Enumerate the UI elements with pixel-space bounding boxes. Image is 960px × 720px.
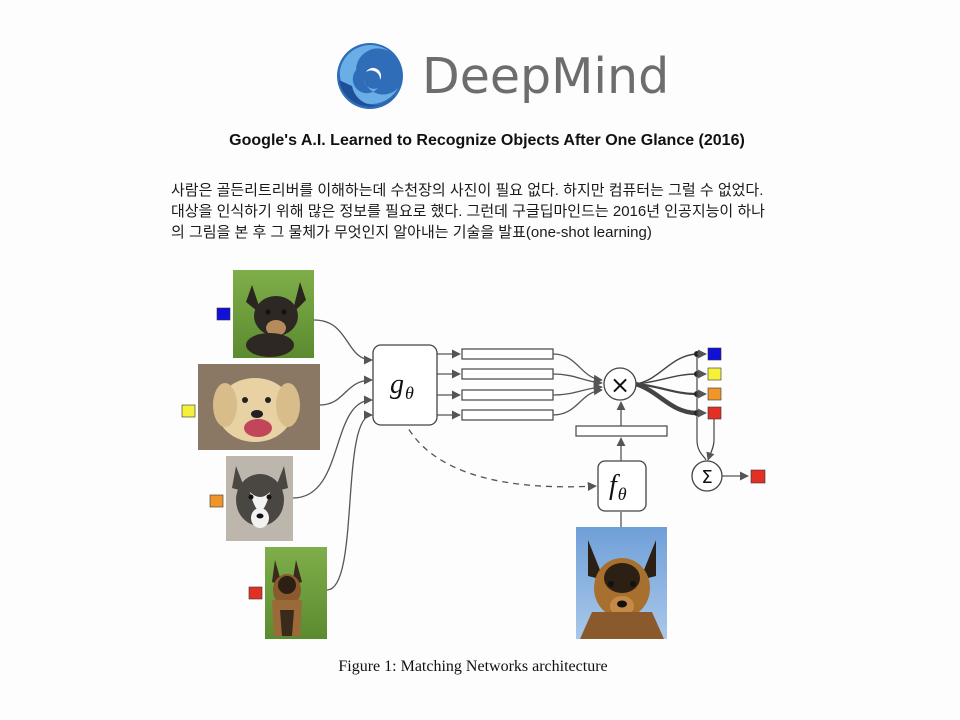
sum-symbol: Σ [701,467,712,488]
output-label-yellow [707,367,722,381]
label-red [248,586,263,600]
f-theta-box [597,460,647,512]
support-image-chihuahua [233,270,314,358]
label-yellow [181,404,196,418]
query-embedding [575,425,668,437]
support-image-husky [226,456,293,541]
label-blue [216,307,231,321]
g-theta-label: gθ [390,369,414,403]
g-theta-box [372,344,438,426]
predicted-label-red [750,469,766,484]
headline: Google's A.I. Learned to Recognize Objec… [229,132,745,149]
body-line: 사람은 골든리트리버를 이해하는데 수천장의 사진이 필요 없다. 하지만 컴퓨… [171,182,764,199]
body-line: 의 그림을 본 후 그 물체가 무엇인지 알아내는 기술을 발표(one-sho… [171,224,652,241]
query-image-german-shepherd [576,527,667,639]
edge-support-3 [292,395,373,499]
edge-support-4 [326,410,373,591]
deepmind-wordmark: DeepMind [422,48,670,105]
support-embedding-3 [461,389,554,401]
support-embedding-1 [461,348,554,360]
output-label-orange [707,387,722,401]
edge-support-2 [319,375,373,406]
shared-context-edge [407,427,597,491]
edge-support-1 [313,319,373,365]
article-body: 사람은 골든리트리버를 이해하는데 수천장의 사진이 필요 없다. 하지만 컴퓨… [171,180,831,243]
deepmind-logo-icon [337,43,403,109]
f-theta-label: fθ [609,470,627,504]
figure-caption: Figure 1: Matching Networks architecture [338,658,608,675]
body-line: 대상을 인식하기 위해 많은 정보를 필요로 했다. 그런데 구글딥마인드는 2… [171,203,765,220]
support-image-labrador [198,364,320,450]
support-image-german-shepherd [265,547,327,639]
label-orange [209,494,224,508]
output-label-blue [707,347,722,361]
multiply-symbol: × [610,371,630,399]
support-embedding-4 [461,409,554,421]
output-label-red [707,406,722,420]
support-embedding-2 [461,368,554,380]
